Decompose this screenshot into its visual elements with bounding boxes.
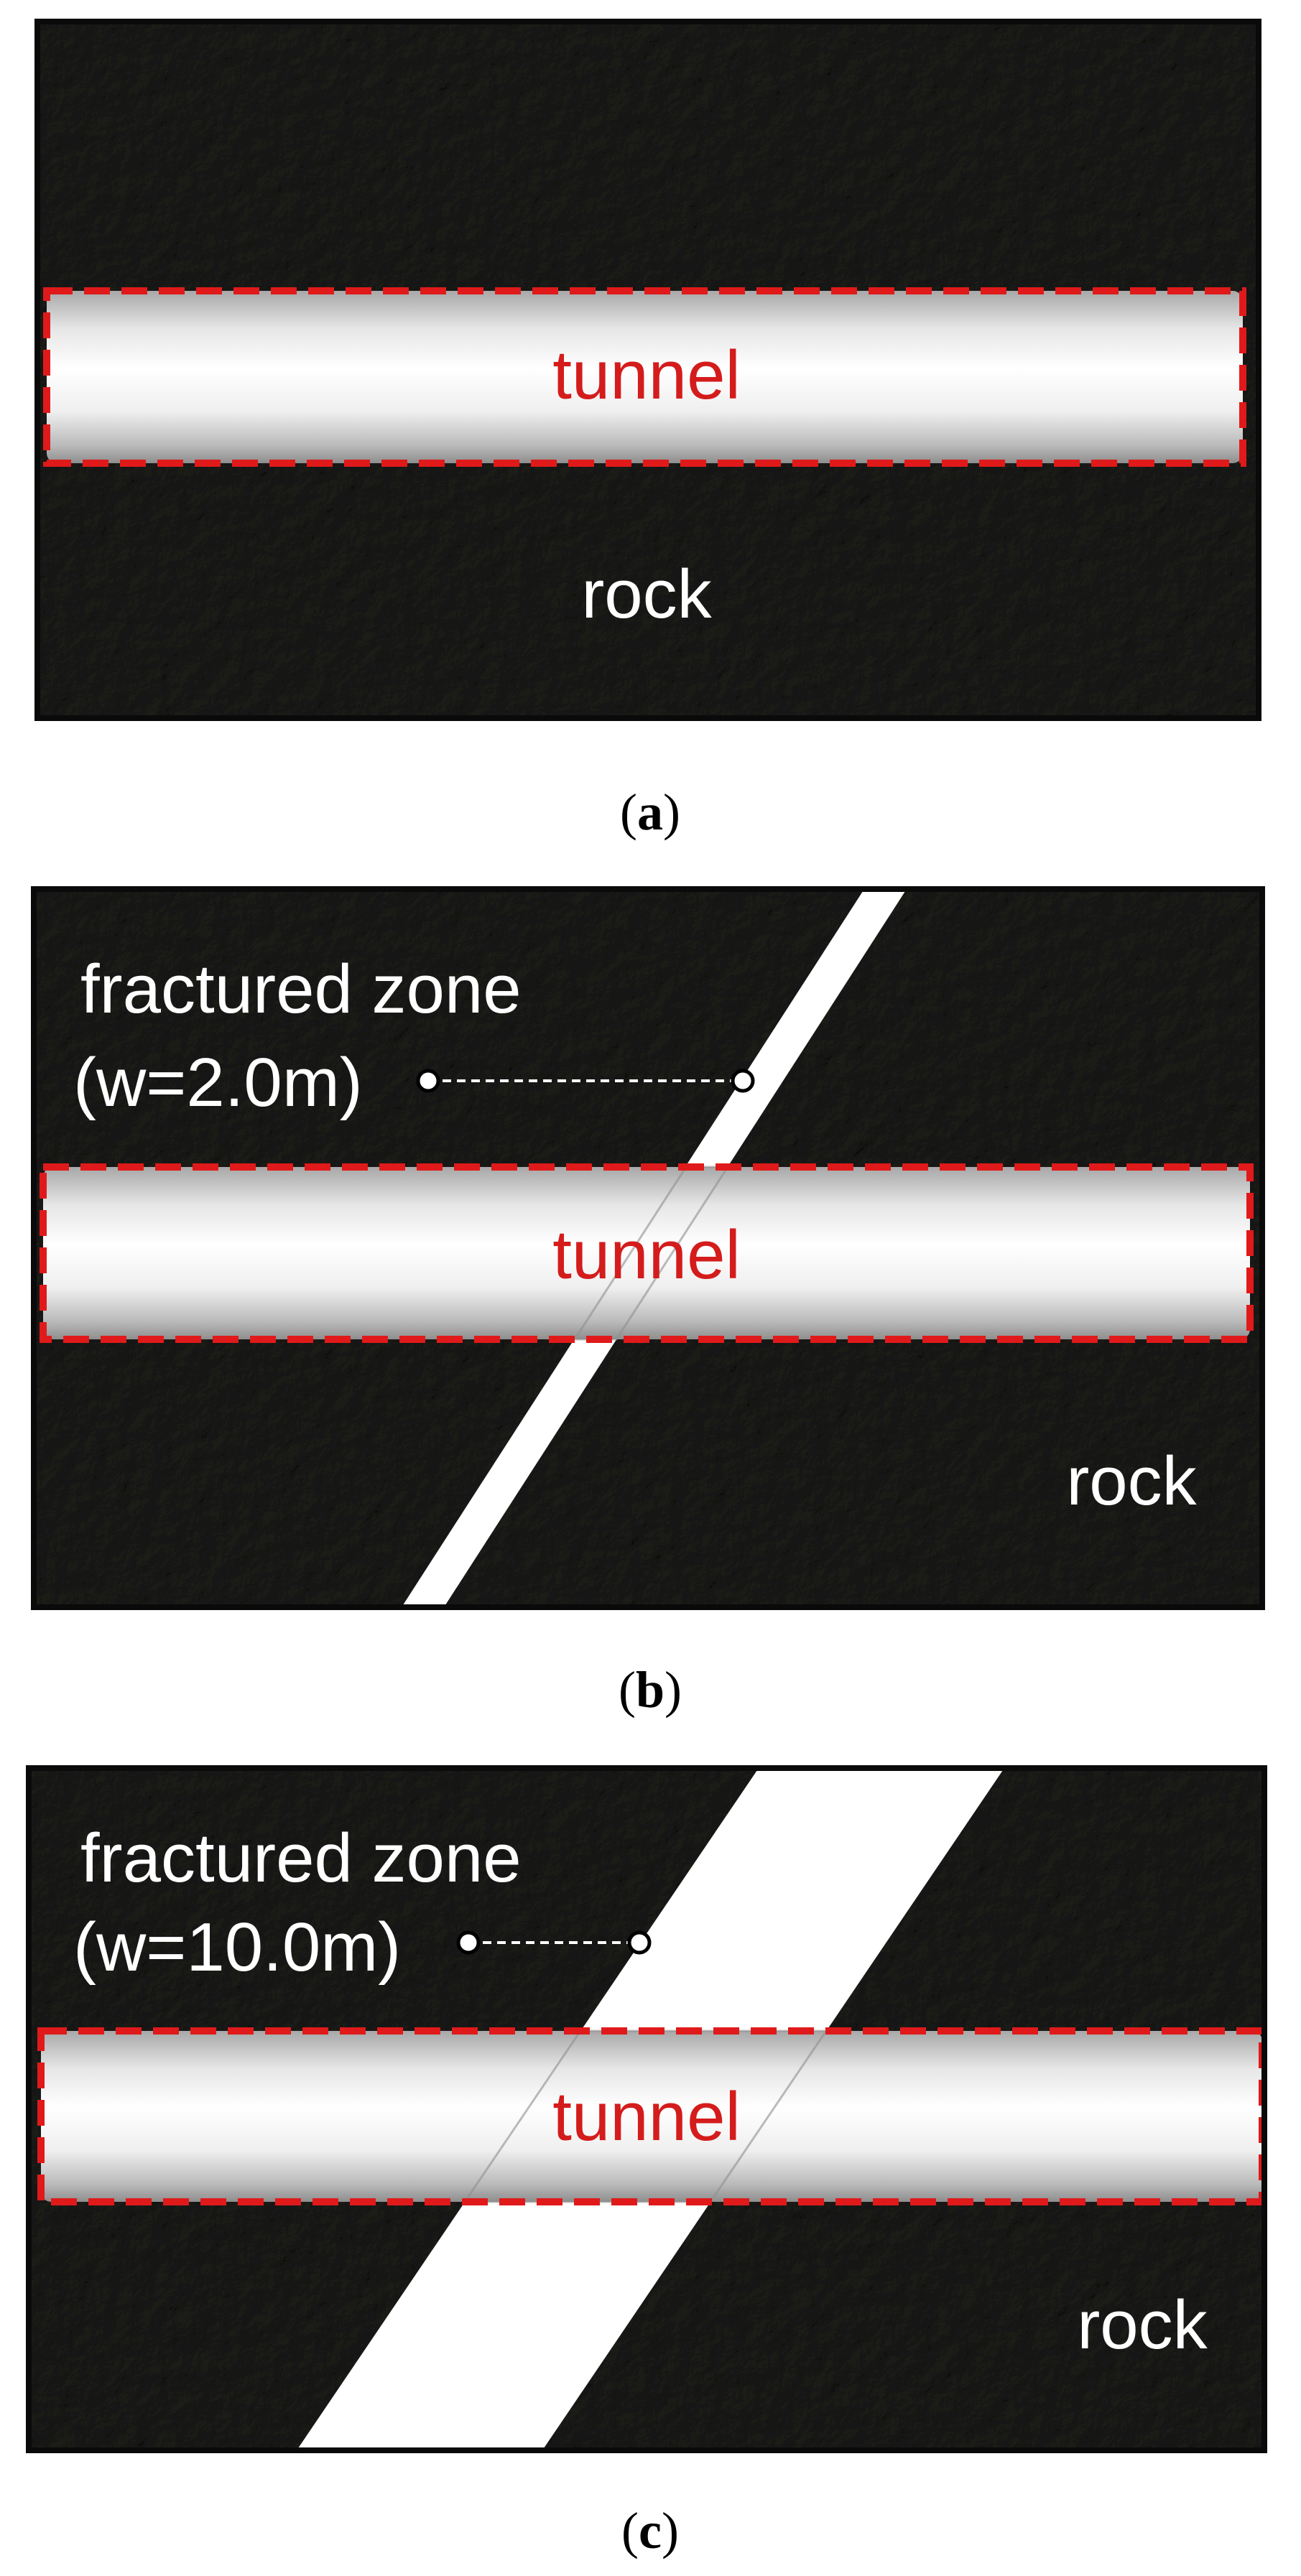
tunnel xyxy=(41,2031,1262,2202)
zone-width-label: (w=2.0m) xyxy=(73,1044,363,1121)
tunnel-label: tunnel xyxy=(552,337,741,414)
zone-label: fractured zone xyxy=(80,1820,522,1897)
panel-a: tunnel rock xyxy=(34,19,1261,721)
caption-letter: b xyxy=(635,1661,665,1719)
zone-label: fractured zone xyxy=(80,951,522,1028)
zone-width-label: (w=10.0m) xyxy=(73,1909,401,1986)
tunnel-label: tunnel xyxy=(552,1217,741,1293)
tunnel-outline xyxy=(43,287,1246,467)
tunnel-outline xyxy=(37,2027,1266,2205)
caption-letter: c xyxy=(639,2502,662,2559)
tunnel-label: tunnel xyxy=(552,2078,741,2155)
panel-c: tunnel fractured zone (w=10.0m) rock xyxy=(26,1765,1267,2453)
tunnel-outline xyxy=(40,1163,1254,1343)
caption-c: (c) xyxy=(621,2502,679,2559)
rock-label: rock xyxy=(581,556,712,633)
caption-a: (a) xyxy=(620,784,680,841)
tunnel xyxy=(47,291,1243,463)
panel-frame xyxy=(26,1765,1267,2453)
caption-b: (b) xyxy=(618,1661,682,1719)
panel-b: tunnel fractured zone (w=2.0m) rock xyxy=(31,886,1265,1610)
rock-label: rock xyxy=(1077,2287,1208,2363)
width-marker-start xyxy=(456,1930,481,1955)
width-marker-start xyxy=(416,1069,440,1093)
width-marker-end xyxy=(627,1930,652,1955)
rock-label: rock xyxy=(1066,1443,1197,1520)
tunnel xyxy=(43,1167,1250,1339)
panel-frame xyxy=(34,19,1261,721)
panel-frame xyxy=(31,886,1265,1610)
fractured-zone-trace xyxy=(573,1166,730,1341)
width-marker-end xyxy=(731,1069,755,1093)
caption-letter: a xyxy=(637,784,663,841)
